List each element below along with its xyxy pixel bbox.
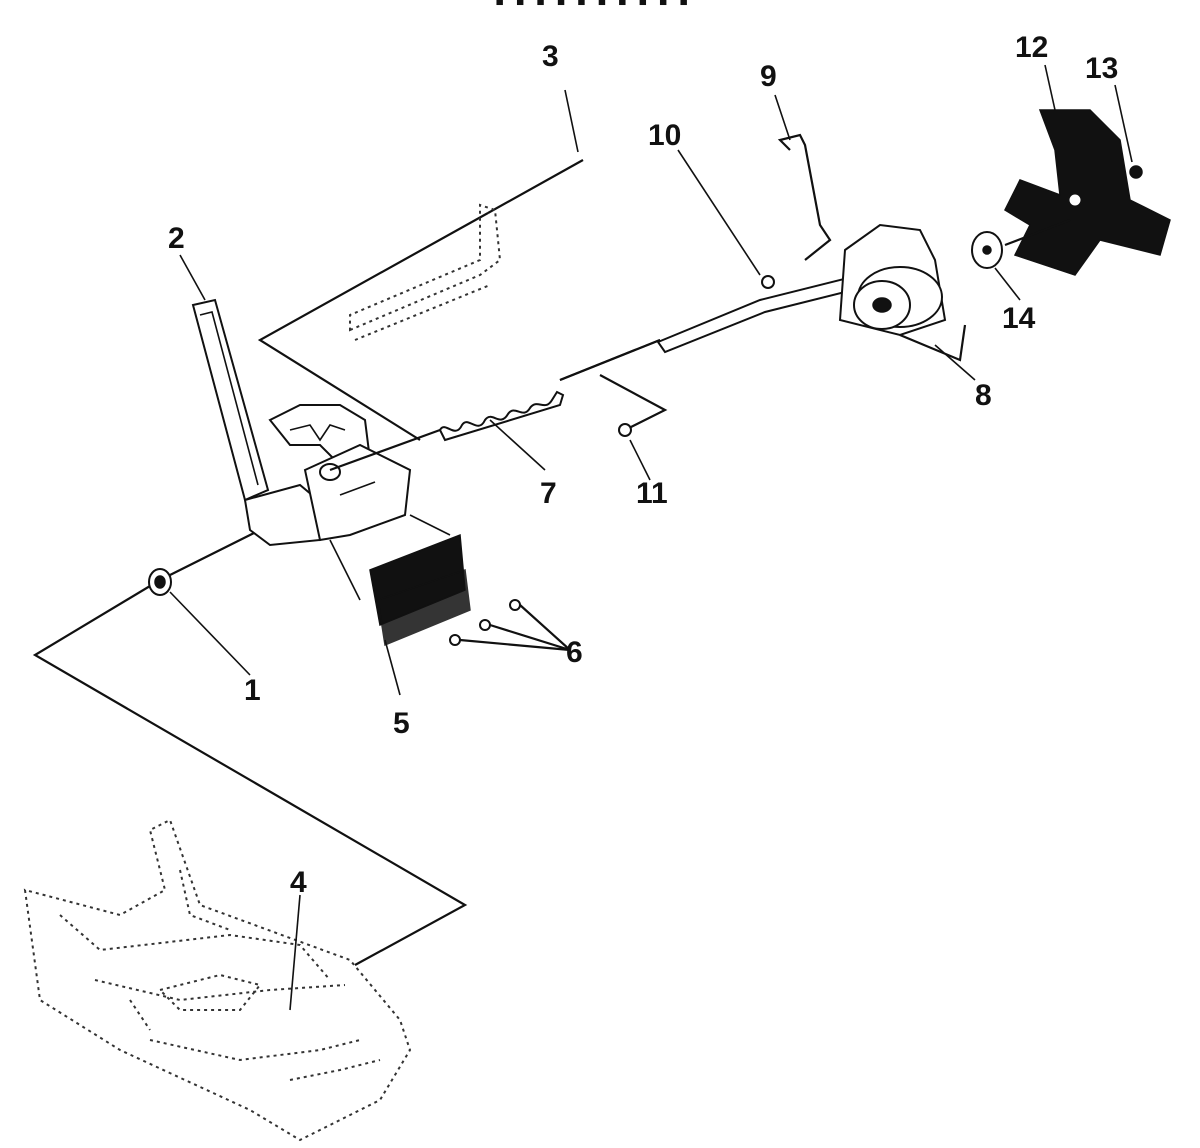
assembly-guide-lines (32, 159, 668, 966)
rod-part (777, 133, 832, 261)
callout-5: 5 (393, 707, 410, 740)
spring-part (329, 338, 661, 472)
mounting-bracket-dashed (349, 203, 502, 341)
cropped-header-text: ▪ ▪ ▪ ▪ ▪ ▪ ▪ ▪ ▪ ▪ (495, 0, 691, 16)
callout-2: 2 (168, 222, 185, 255)
callout-9: 9 (760, 60, 777, 93)
cotter-pin-part (618, 423, 632, 437)
callout-8: 8 (975, 379, 992, 412)
bolt-part (1129, 165, 1143, 179)
callout-14: 14 (1002, 302, 1036, 335)
callout-numbers: 1 2 3 4 5 6 7 8 9 10 11 12 13 14 (168, 31, 1118, 899)
callout-6: 6 (566, 636, 583, 669)
callout-10: 10 (648, 119, 681, 152)
screws-part (449, 599, 571, 652)
callout-11: 11 (636, 477, 668, 510)
callout-4: 4 (290, 866, 307, 899)
callout-leader-lines (169, 64, 1133, 1011)
lever-handle-part (191, 298, 270, 502)
callout-1: 1 (244, 674, 261, 707)
callout-13: 13 (1085, 52, 1118, 85)
lever-quadrant-bracket (243, 404, 412, 547)
pad-plate-part (329, 514, 471, 647)
washer-part (148, 568, 172, 596)
callout-3: 3 (542, 40, 559, 73)
callout-7: 7 (540, 477, 557, 510)
clip-part (761, 275, 775, 289)
blade-washer-part (971, 218, 1071, 269)
idler-bracket-pulley-part (838, 223, 967, 362)
callout-12: 12 (1015, 31, 1048, 64)
frame-outline (23, 818, 412, 1142)
blade-part (1004, 109, 1171, 276)
